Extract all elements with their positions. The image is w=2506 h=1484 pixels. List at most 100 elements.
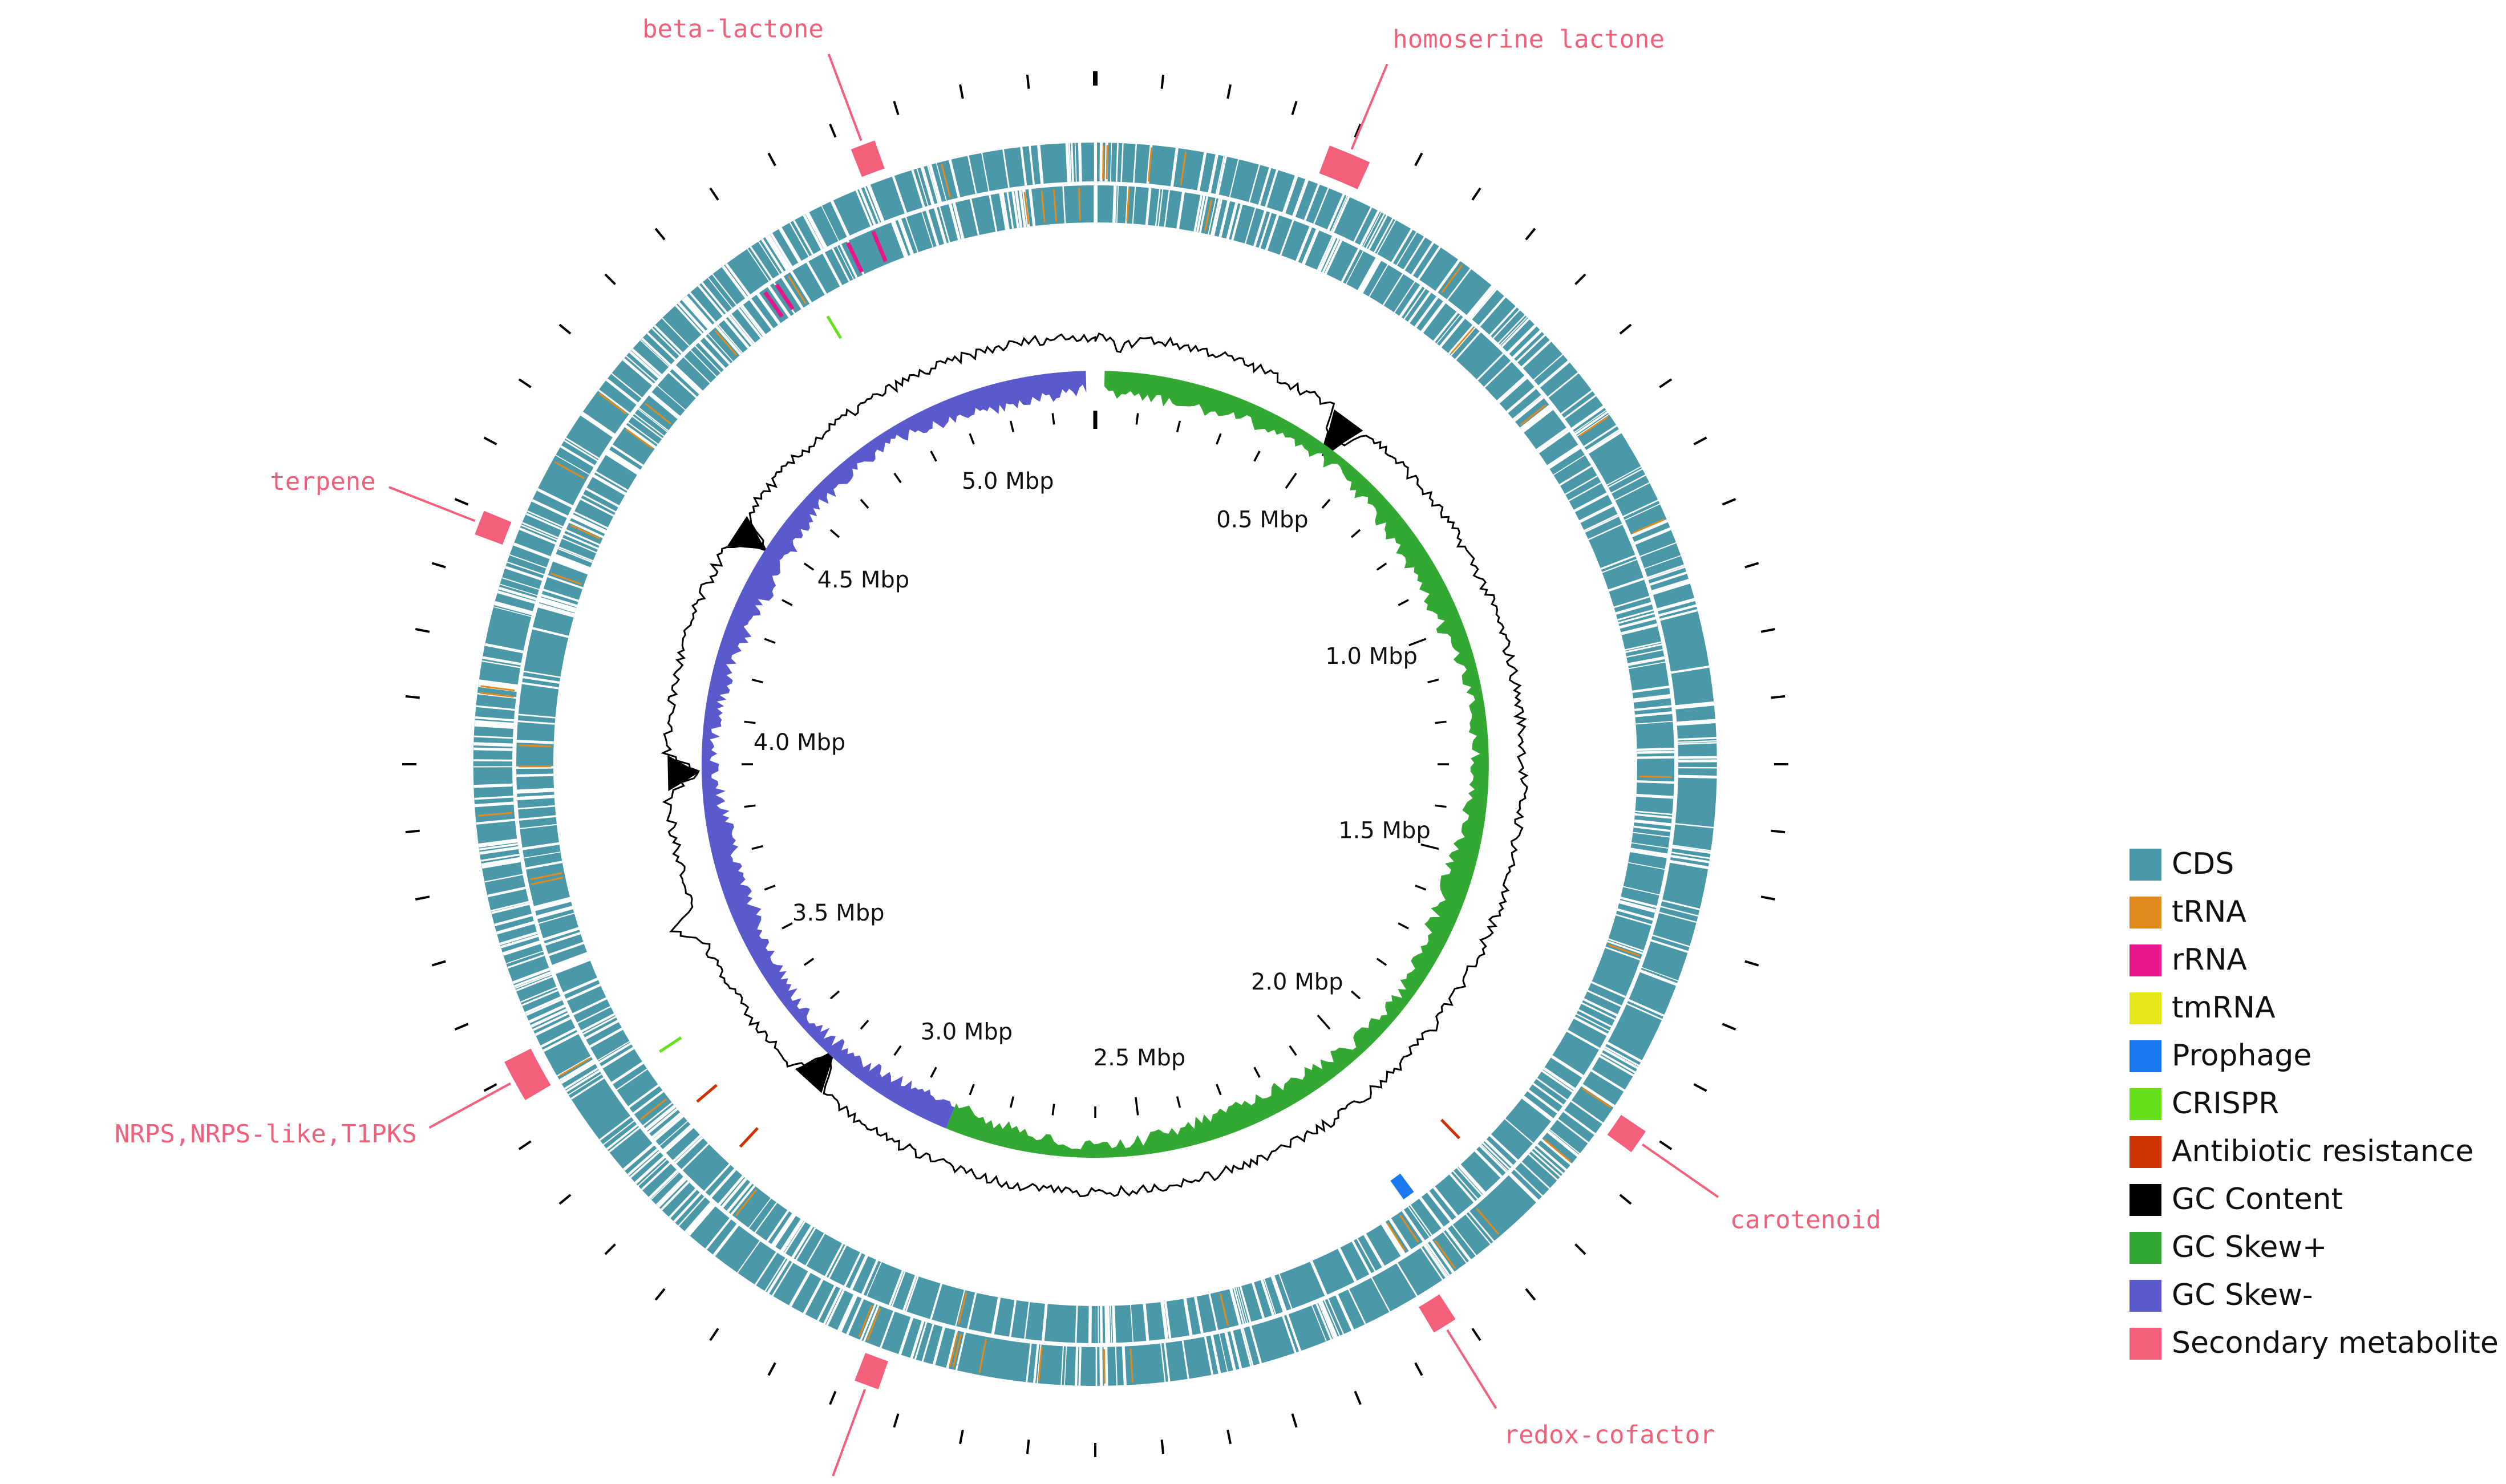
legend-item: GC Skew+	[2130, 1230, 2327, 1264]
scale-tick	[803, 958, 815, 966]
legend-label: tmRNA	[2172, 991, 2276, 1025]
scale-tick	[1009, 1096, 1015, 1108]
scale-tick	[1009, 420, 1015, 432]
outer-tick	[518, 378, 532, 388]
secondary-metabolite-label: redox-cofactor	[1504, 1421, 1715, 1450]
outer-tick	[431, 960, 446, 967]
outer-tick	[405, 829, 420, 834]
secondary-metabolite-box	[851, 140, 885, 177]
prophage-marker	[1390, 1173, 1414, 1199]
outer-tick	[558, 323, 572, 335]
cds-reverse-gaps	[516, 185, 1674, 1344]
scale-tick	[1051, 413, 1055, 425]
legend-swatch	[2130, 1040, 2161, 1072]
crispr-marker	[826, 315, 842, 339]
outer-tick	[604, 1243, 616, 1255]
cds-forward-trna-marks	[477, 145, 1665, 1384]
secondary-metabolite-leader	[428, 1082, 511, 1129]
legend-swatch	[2130, 849, 2161, 881]
outer-tick	[1414, 1362, 1423, 1376]
secondary-metabolite-label: beta-lactone	[642, 14, 824, 43]
legend-label: tRNA	[2172, 895, 2246, 929]
scale-label: 0.5 Mbp	[1216, 506, 1309, 533]
outer-tick	[1760, 628, 1776, 633]
legend-label: CDS	[2172, 847, 2234, 881]
legend-label: GC Skew+	[2172, 1230, 2327, 1264]
outer-tick	[483, 436, 497, 445]
outer-tick	[1291, 100, 1298, 115]
scale-label: 2.5 Mbp	[1094, 1045, 1186, 1071]
outer-tick	[767, 152, 776, 167]
outer-tick	[1693, 1083, 1707, 1092]
scale-tick	[751, 678, 763, 684]
scale-label: 3.5 Mbp	[792, 900, 885, 926]
scale-tick	[1289, 1045, 1297, 1056]
scale-label: 2.0 Mbp	[1251, 969, 1343, 995]
secondary-metabolite-leader	[1350, 63, 1388, 150]
outer-tick	[1354, 123, 1362, 138]
outer-tick	[1160, 1440, 1165, 1454]
scale-tick	[829, 529, 840, 538]
scale-tick	[930, 1067, 937, 1078]
outer-tick	[1693, 436, 1707, 445]
scale-tick	[744, 720, 756, 724]
rrna-mark	[775, 283, 795, 310]
outer-tick	[1291, 1413, 1298, 1428]
scale-tick	[1135, 1097, 1139, 1116]
legend-item: tRNA	[2130, 895, 2246, 929]
secondary-metabolite-leader	[827, 54, 863, 141]
cds-forward-ring	[473, 142, 1718, 1386]
outer-tick	[1619, 1194, 1632, 1205]
outer-tick	[518, 1140, 532, 1150]
secondary-metabolite-leader	[1446, 1329, 1497, 1409]
scale-tick	[1285, 472, 1297, 489]
outer-tick	[1659, 378, 1673, 388]
secondary-metabolite-label: terpene	[270, 467, 375, 496]
scale-tick	[1376, 958, 1387, 966]
outer-tick	[1354, 1390, 1362, 1405]
scale-tick	[764, 638, 776, 644]
scale-tick	[1408, 638, 1427, 647]
outer-tick	[654, 228, 666, 241]
scale-label: 1.0 Mbp	[1325, 643, 1418, 670]
rrna-mark	[871, 230, 888, 262]
gc-content-peak	[1322, 409, 1363, 457]
scale-tick	[1398, 599, 1409, 606]
outer-tick	[405, 695, 420, 699]
outer-tick	[1226, 84, 1232, 99]
outer-tick	[959, 84, 964, 99]
scale-tick	[860, 498, 869, 509]
legend-label: Secondary metabolite	[2172, 1326, 2499, 1360]
scale-tick	[1317, 1014, 1331, 1030]
scale-label: 1.5 Mbp	[1338, 818, 1431, 844]
legend-item: Antibiotic resistance	[2130, 1134, 2473, 1169]
secondary-metabolite-box	[1419, 1294, 1456, 1333]
gc-content-peak	[727, 516, 766, 550]
outer-tick	[415, 628, 430, 633]
secondary-metabolite-label: carotenoid	[1730, 1205, 1881, 1234]
scale-tick	[969, 1084, 975, 1096]
scale-tick	[930, 451, 937, 462]
legend-label: GC Content	[2172, 1182, 2343, 1217]
scale-tick	[1176, 420, 1181, 432]
secondary-metabolite-box	[475, 510, 512, 545]
scale-tick	[1216, 433, 1222, 445]
scale-tick	[1435, 720, 1447, 724]
outer-tick	[1525, 228, 1536, 241]
legend-swatch	[2130, 1136, 2161, 1168]
scale-ticks	[742, 411, 1449, 1118]
outer-tick	[1744, 960, 1759, 967]
legend-item: GC Skew-	[2130, 1278, 2313, 1312]
outer-tick	[1160, 74, 1165, 89]
legend-swatch	[2130, 1184, 2161, 1216]
secondary-metabolite-annotations: homoserine lactonecarotenoidredox-cofact…	[115, 14, 1881, 1477]
scale-label: 4.0 Mbp	[754, 729, 846, 756]
scale-tick	[1135, 413, 1139, 425]
legend-swatch	[2130, 1280, 2161, 1312]
scale-tick	[1420, 844, 1439, 850]
outer-tick	[893, 1413, 900, 1428]
scale-tick	[1253, 451, 1261, 462]
gc-content-peak	[667, 755, 699, 792]
